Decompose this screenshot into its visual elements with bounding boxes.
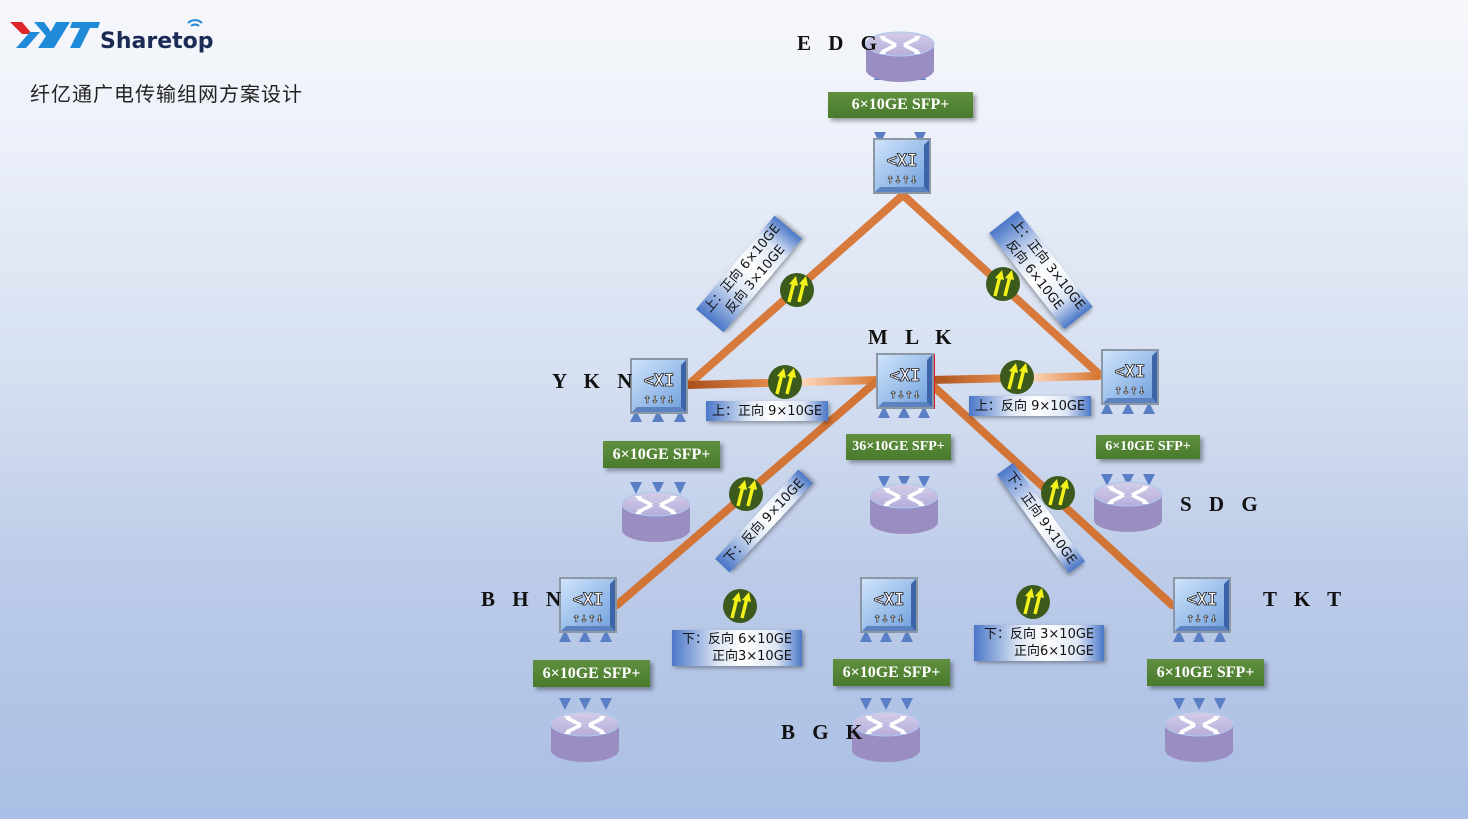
switch-icon-mlk[interactable] [875,352,935,410]
traffic-arrow-icon-ykn-mlk [766,363,804,401]
switch-icon-edg[interactable] [872,137,932,195]
sfp-badge-tkt: 6×10GE SFP+ [1147,659,1264,686]
traffic-arrow-icon-mlk-sdg [998,358,1036,396]
router-icon-tkt[interactable] [1163,710,1235,764]
company-logo: Sharetop [8,12,218,60]
traffic-arrow-icon-edg-ykn [778,271,816,309]
sfp-badge-bgk: 6×10GE SFP+ [833,659,950,686]
logo-mark-icon [10,22,100,48]
switch-icon-bgk[interactable] [859,576,919,634]
traffic-arrow-icon-bhn-bgk [721,587,759,625]
page-title: 纤亿通广电传输组网方案设计 [30,82,303,106]
sfp-badge-mlk: 36×10GE SFP+ [846,434,951,460]
logo-text: Sharetop [100,29,214,54]
sfp-badge-ykn: 6×10GE SFP+ [603,441,720,468]
node-label-ykn: Y K N [552,369,639,393]
link-tag-mlk-sdg: 上：反向 9×10GE [969,396,1092,416]
router-icon-bhn[interactable] [549,710,621,764]
link-tag-ykn-mlk: 上：正向 9×10GE [706,401,829,421]
node-label-mlk: M L K [868,325,958,349]
sfp-badge-sdg: 6×10GE SFP+ [1096,435,1200,459]
node-label-tkt: T K T [1263,587,1348,611]
traffic-arrow-icon-mlk-tkt [1039,474,1077,512]
sfp-badge-edg: 6×10GE SFP+ [828,92,973,118]
switch-icon-ykn[interactable] [629,357,689,415]
traffic-arrow-icon-bgk-tkt [1014,583,1052,621]
router-icon-mlk[interactable] [868,482,940,536]
traffic-arrow-icon-edg-sdg [984,265,1022,303]
switch-icon-sdg[interactable] [1100,348,1160,406]
router-icon-ykn[interactable] [620,490,692,544]
router-icon-sdg[interactable] [1092,480,1164,534]
node-label-bgk: B G K [781,720,869,744]
switch-icon-bhn[interactable] [558,576,618,634]
node-label-sdg: S D G [1180,492,1264,516]
node-label-edg: E D G [797,31,884,55]
node-label-bhn: B H N [481,587,568,611]
switch-icon-tkt[interactable] [1172,576,1232,634]
sfp-badge-bhn: 6×10GE SFP+ [533,660,650,687]
traffic-arrow-icon-mlk-bhn [727,475,765,513]
